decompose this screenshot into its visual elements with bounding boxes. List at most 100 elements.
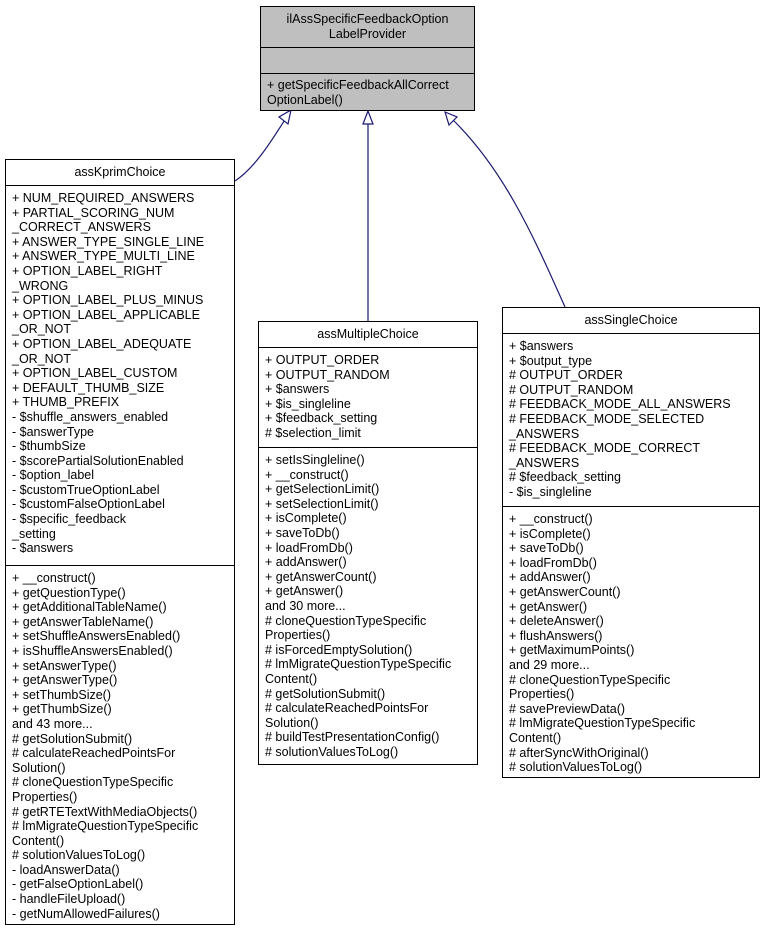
method: + getAnswerCount() — [265, 569, 377, 584]
method: + getQuestionType() — [12, 585, 126, 600]
arrowhead-kprim — [277, 108, 292, 126]
method: + getAnswerType() — [12, 673, 118, 688]
attribute: # OUTPUT_ORDER — [509, 368, 623, 383]
class-name-line: assKprimChoice — [74, 165, 166, 179]
method: + setShuffleAnswersEnabled() — [12, 629, 181, 644]
method: and 43 more... — [12, 716, 93, 731]
attributes-section: + $answers+ $output_type# OUTPUT_ORDER# … — [503, 333, 759, 506]
attribute: - $option_label — [12, 468, 95, 483]
method: + getAnswerCount() — [509, 584, 621, 599]
attribute: + PARTIAL_SCORING_NUM — [12, 205, 175, 220]
method: # calculateReachedPointsFor — [12, 746, 176, 761]
attribute: _CORRECT_ANSWERS — [12, 220, 151, 235]
method: + flushAnswers() — [509, 628, 603, 643]
method: + __construct() — [12, 571, 96, 585]
attribute: + OUTPUT_ORDER — [265, 353, 380, 367]
method: # solutionValuesToLog() — [12, 848, 146, 863]
attribute: # $selection_limit — [265, 425, 361, 440]
attributes-section: + NUM_REQUIRED_ANSWERS+ PARTIAL_SCORING_… — [6, 185, 234, 565]
class-ilAssSpecificFeedbackOptionLabelProvider[interactable]: ilAssSpecificFeedbackOption LabelProvide… — [260, 6, 475, 111]
class-assMultipleChoice[interactable]: assMultipleChoice + OUTPUT_ORDER+ OUTPUT… — [258, 321, 478, 765]
method: Properties() — [265, 628, 331, 643]
attribute: + OUTPUT_RANDOM — [265, 367, 390, 382]
edge-kprim-to-provider — [234, 117, 287, 182]
method: + setAnswerType() — [12, 658, 117, 673]
method: # lmMigrateQuestionTypeSpecific — [509, 716, 696, 731]
attribute: - $answerType — [12, 424, 94, 439]
attribute: - $is_singleline — [509, 484, 592, 499]
method: OptionLabel() — [267, 92, 343, 107]
attributes-section: + OUTPUT_ORDER+ OUTPUT_RANDOM+ $answers+… — [259, 347, 477, 447]
attribute: _ANSWERS — [509, 426, 580, 441]
arrowhead-multiple — [362, 109, 374, 125]
attribute: + $output_type — [509, 353, 593, 368]
attributes-section — [261, 47, 474, 73]
attribute: - $customFalseOptionLabel — [12, 497, 165, 512]
attribute: # FEEDBACK_MODE_ALL_ANSWERS — [509, 397, 731, 412]
method: + isShuffleAnswersEnabled() — [12, 643, 173, 658]
method: Solution() — [265, 715, 319, 730]
method: + saveToDb() — [509, 541, 584, 556]
class-assKprimChoice[interactable]: assKprimChoice + NUM_REQUIRED_ANSWERS+ P… — [5, 159, 235, 925]
attribute: + OPTION_LABEL_CUSTOM — [12, 366, 178, 381]
method: + isComplete() — [509, 526, 591, 541]
attribute: + $is_singleline — [265, 396, 351, 411]
method: # cloneQuestionTypeSpecific — [265, 613, 427, 628]
method: # getSolutionSubmit() — [265, 686, 386, 701]
class-name-line: assSingleChoice — [584, 313, 678, 327]
method: Properties() — [12, 789, 78, 804]
class-title: ilAssSpecificFeedbackOption LabelProvide… — [261, 7, 474, 47]
attribute: + ANSWER_TYPE_MULTI_LINE — [12, 249, 195, 264]
attribute: + $answers — [265, 382, 330, 397]
attribute: + OPTION_LABEL_RIGHT — [12, 263, 163, 278]
method: + saveToDb() — [265, 525, 340, 540]
class-name-line: LabelProvider — [328, 26, 407, 41]
method: # cloneQuestionTypeSpecific — [509, 672, 671, 687]
attribute: + OPTION_LABEL_APPLICABLE — [12, 307, 200, 322]
method: Solution() — [12, 760, 66, 775]
attribute: + $feedback_setting — [265, 411, 378, 426]
class-name-line: ilAssSpecificFeedbackOption — [286, 12, 449, 26]
attribute: # FEEDBACK_MODE_SELECTED — [509, 411, 705, 426]
method: Content() — [265, 671, 318, 686]
attribute: _ANSWERS — [509, 455, 580, 470]
class-title: assSingleChoice — [503, 308, 759, 333]
method: + getMaximumPoints() — [509, 643, 635, 658]
attribute: - $specific_feedback — [12, 512, 126, 527]
method: and 29 more... — [509, 657, 590, 672]
method: + getSpecificFeedbackAllCorrect — [267, 78, 449, 92]
method: + __construct() — [265, 467, 349, 482]
attribute: + NUM_REQUIRED_ANSWERS — [12, 191, 195, 205]
method: # buildTestPresentationConfig() — [265, 730, 440, 745]
edge-single-to-provider — [450, 117, 566, 308]
attribute: + ANSWER_TYPE_SINGLE_LINE — [12, 234, 205, 249]
attribute: - $shuffle_answers_enabled — [12, 409, 169, 424]
method: # lmMigrateQuestionTypeSpecific — [265, 657, 452, 672]
method: # afterSyncWithOriginal() — [509, 745, 649, 760]
method: # solutionValuesToLog() — [265, 744, 399, 759]
method: + isComplete() — [265, 511, 347, 526]
class-assSingleChoice[interactable]: assSingleChoice + $answers+ $output_type… — [502, 307, 760, 778]
attribute: + $answers — [509, 339, 574, 353]
method: + getThumbSize() — [12, 702, 112, 717]
attribute: # $feedback_setting — [509, 470, 621, 485]
methods-section: + setIsSingleline()+ __construct()+ getS… — [259, 447, 477, 762]
class-title: assMultipleChoice — [259, 322, 477, 347]
method: # cloneQuestionTypeSpecific — [12, 775, 174, 790]
method: + getAdditionalTableName() — [12, 600, 167, 615]
method: + setSelectionLimit() — [265, 496, 379, 511]
method: + deleteAnswer() — [509, 614, 604, 629]
attribute: _setting — [12, 526, 56, 541]
method: # savePreviewData() — [509, 701, 626, 716]
method: # lmMigrateQuestionTypeSpecific — [12, 819, 199, 834]
method: and 30 more... — [265, 598, 346, 613]
method: # solutionValuesToLog() — [509, 760, 643, 775]
attribute: - $customTrueOptionLabel — [12, 482, 160, 497]
attribute: + THUMB_PREFIX — [12, 395, 120, 410]
method: # getRTETextWithMediaObjects() — [12, 804, 198, 819]
method: + getAnswer() — [265, 584, 344, 599]
attribute: _OR_NOT — [12, 351, 72, 366]
attribute: _OR_NOT — [12, 322, 72, 337]
attribute: # OUTPUT_RANDOM — [509, 382, 634, 397]
